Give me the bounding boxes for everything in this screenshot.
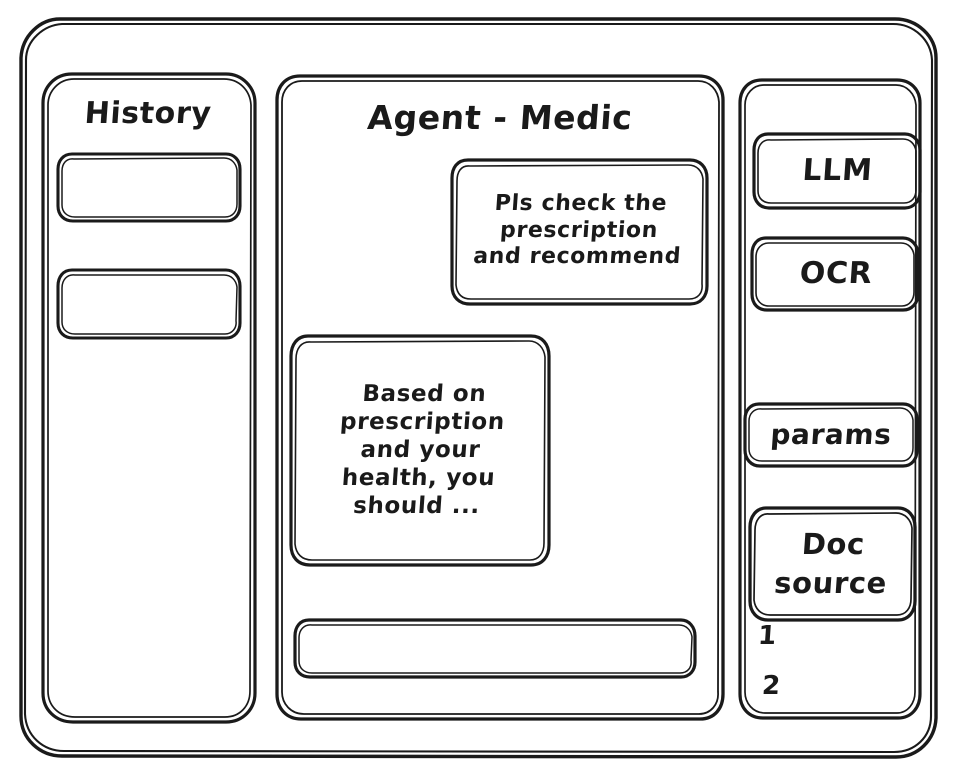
message-line: prescription — [499, 217, 659, 243]
agent-message-bubble: Based on prescription and your health, y… — [285, 336, 556, 564]
message-input[interactable] — [295, 620, 695, 676]
history-item[interactable] — [58, 268, 240, 340]
doc-source-ref-1[interactable]: 1 — [757, 621, 778, 652]
tool-label-line: Doc — [800, 526, 867, 561]
tool-button-llm[interactable]: LLM — [801, 152, 874, 188]
history-item[interactable] — [58, 152, 240, 222]
page-title: Agent - Medic — [366, 97, 634, 137]
message-line: and your — [359, 436, 482, 463]
tool-label-line: source — [773, 566, 889, 600]
doc-source-ref-2[interactable]: 2 — [761, 671, 782, 702]
message-line: and recommend — [472, 244, 682, 270]
message-line: Based on — [361, 380, 488, 407]
message-line: health, you — [340, 465, 497, 492]
tool-button-params[interactable]: params — [769, 417, 893, 451]
history-panel-title: History — [83, 95, 213, 131]
message-line: Pls check the — [493, 190, 668, 216]
tool-button-doc-source[interactable]: Doc source — [748, 508, 916, 620]
message-line: should ... — [352, 493, 481, 520]
message-line: prescription — [339, 408, 506, 435]
tool-button-ocr[interactable]: OCR — [798, 255, 874, 291]
user-message-bubble: Pls check the prescription and recommend — [448, 160, 710, 302]
